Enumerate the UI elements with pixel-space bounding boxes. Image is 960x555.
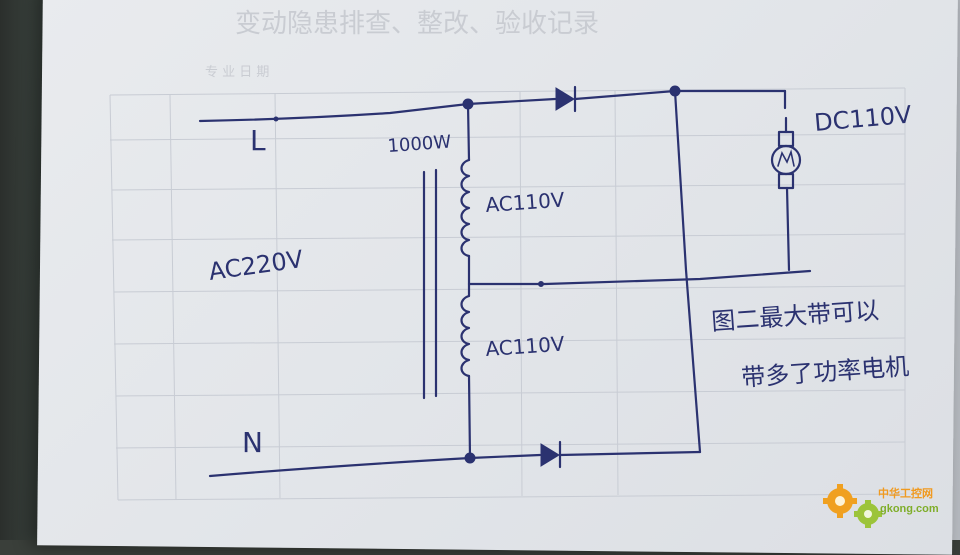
coil-lower	[460, 294, 471, 378]
coil-top-wire	[466, 102, 471, 162]
label-ac220v: AC220V	[207, 245, 306, 286]
watermark-cn: 中华工控网	[878, 486, 933, 500]
note-line-1: 图二最大带可以	[710, 296, 880, 336]
top-wire	[466, 97, 557, 106]
line-L-wire	[198, 102, 470, 123]
rail-right-vertical	[673, 89, 702, 454]
line-N-wire	[208, 456, 472, 478]
diode-bottom	[540, 440, 562, 469]
circuit-diagram: 变动隐患排查、整改、验收记录 专 业 日 期	[109, 9, 939, 528]
gear-icon-small	[854, 500, 882, 528]
gear-icon	[823, 484, 857, 518]
label-dc110v: DC110V	[813, 101, 913, 137]
note-line-2: 带多了功率电机	[740, 352, 910, 392]
watermark-logo: 中华工控网 gkong.com	[823, 484, 939, 528]
junction-top-left	[462, 98, 474, 110]
junction-L-mark	[273, 116, 279, 122]
form-grid	[109, 87, 906, 501]
form-title-ghost: 变动隐患排查、整改、验收记录	[235, 9, 599, 39]
bottom-wire	[468, 453, 542, 460]
label-ac110v-lower: AC110V	[485, 332, 566, 361]
center-tap-rail	[467, 269, 812, 286]
label-power: 1000W	[387, 132, 452, 157]
coil-bottom-wire	[467, 282, 472, 460]
form-subtitle-ghost: 专 业 日 期	[205, 65, 269, 80]
label-ac110v-upper: AC110V	[485, 188, 566, 217]
junction-center-tap	[538, 281, 544, 287]
coil-upper	[460, 158, 471, 258]
label-L: L	[250, 124, 266, 157]
label-N: N	[242, 426, 263, 459]
motor-return-wire	[785, 186, 791, 272]
motor-symbol	[770, 116, 802, 190]
bottom-wire-right	[558, 450, 702, 457]
watermark-url: gkong.com	[880, 503, 939, 515]
junction-bottom-left	[464, 452, 476, 464]
junction-top-right	[669, 85, 681, 97]
